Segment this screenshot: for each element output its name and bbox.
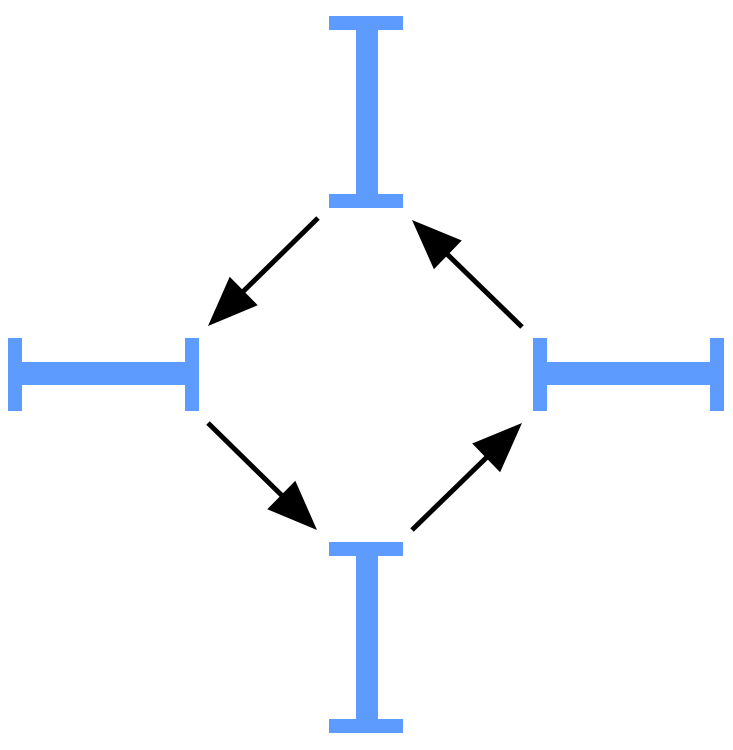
arrow-head — [208, 276, 258, 326]
arrow-left-to-bottom — [206, 421, 317, 530]
arrow-bottom-to-right — [410, 423, 522, 532]
arrow-group — [206, 216, 524, 532]
i-beam-group — [8, 16, 724, 733]
i-beam-right — [533, 338, 724, 411]
arrow-head — [412, 220, 462, 270]
arrow-right-to-top — [412, 220, 524, 329]
i-beam-left — [8, 338, 199, 411]
arrow-head — [267, 480, 317, 530]
i-beam-bottom — [329, 542, 403, 733]
i-beam-top — [329, 16, 403, 208]
arrow-top-to-left — [208, 216, 320, 326]
arrow-head — [472, 423, 522, 473]
